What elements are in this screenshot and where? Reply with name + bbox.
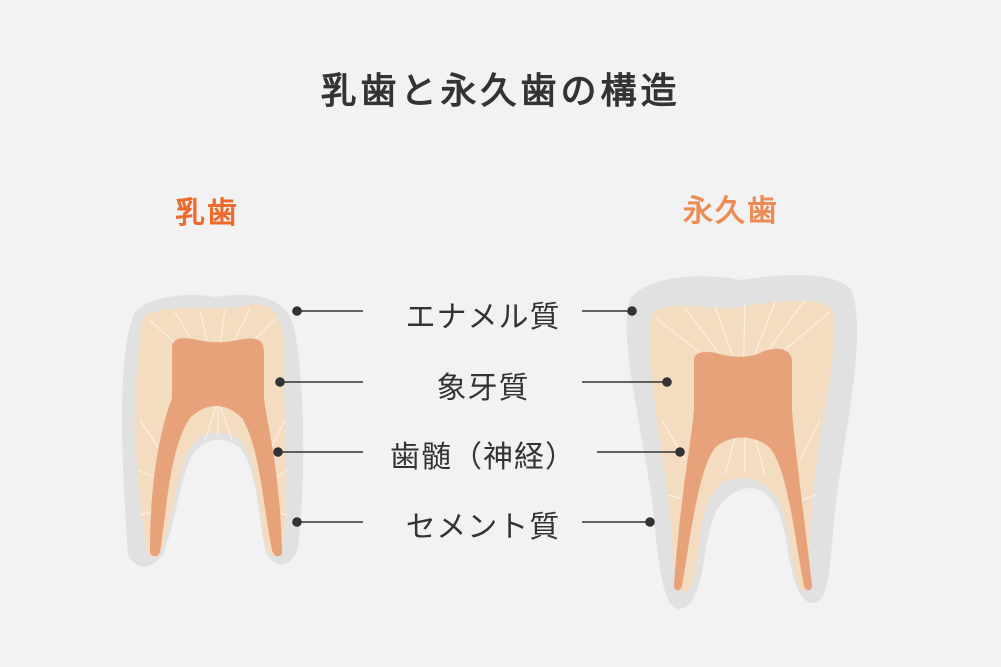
- label-dentin: 象牙質: [436, 371, 530, 406]
- diagram-title: 乳歯と永久歯の構造: [320, 71, 681, 112]
- permanent-tooth-label: 永久歯: [683, 194, 779, 229]
- label-pulp: 歯髄（神経）: [390, 440, 576, 475]
- label-enamel: エナメル質: [405, 300, 561, 335]
- permanent-pulp: [674, 348, 812, 591]
- primary-tooth-label: 乳歯: [175, 196, 239, 231]
- primary-tooth: [122, 294, 304, 567]
- permanent-tooth: [626, 275, 858, 609]
- primary-pulp: [150, 338, 282, 557]
- leader-lines: [273, 306, 685, 527]
- label-cementum: セメント質: [405, 510, 561, 545]
